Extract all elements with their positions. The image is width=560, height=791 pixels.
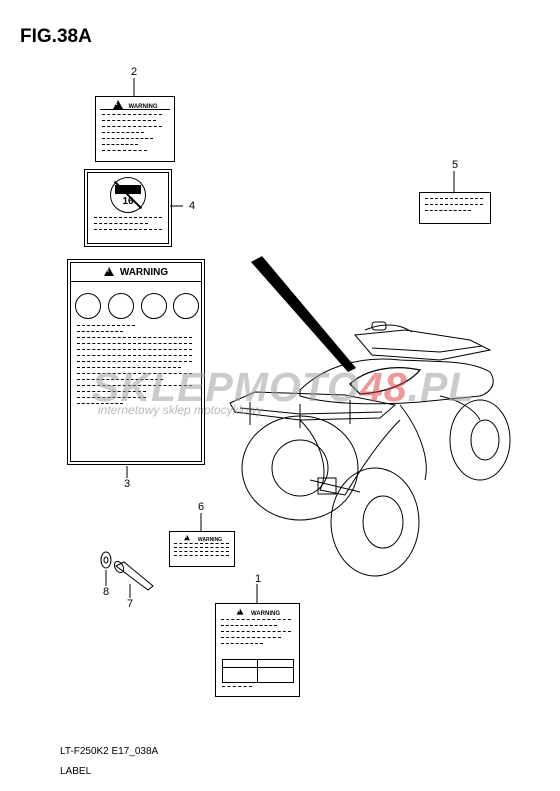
figure-subtitle: LABEL (60, 766, 92, 777)
rider-pictogram-icon (75, 293, 101, 319)
label-2-text-lines (102, 114, 162, 156)
warning-triangle-icon (236, 608, 244, 615)
location-pointer-arrow (251, 256, 356, 372)
watermark: SKLEPMOTO48.PL (92, 364, 474, 411)
label-5 (419, 192, 491, 224)
age-number: 16 (122, 196, 134, 207)
label-3-text-lines (77, 325, 192, 409)
label-3-warning-text: WARNING (119, 267, 169, 278)
callout-4: 4 (188, 200, 196, 212)
no-paved-road-icon (173, 293, 199, 319)
label-6-warning: WARNING (169, 531, 235, 567)
label-5-text-lines (425, 198, 483, 216)
callout-7: 7 (126, 598, 134, 610)
no-drinking-icon (108, 293, 134, 319)
figure-code: LT-F250K2 E17_038A (60, 746, 159, 757)
label-4-age-warning: 16 (84, 169, 172, 247)
label-1-text-lines (221, 619, 291, 649)
no-under-16-icon: 16 (110, 177, 146, 213)
label-4-text-lines (94, 217, 162, 235)
callout-5: 5 (451, 159, 459, 171)
warning-triangle-icon (103, 267, 114, 276)
callout-2: 2 (130, 66, 138, 78)
watermark-subtitle: internetowy sklep motocyklowy (98, 403, 263, 417)
warning-triangle-icon (183, 534, 190, 541)
label-1-table (222, 659, 294, 683)
under-banner (115, 185, 141, 194)
callout-1: 1 (254, 573, 262, 585)
label-1-warning: WARNING (215, 603, 300, 697)
callout-6: 6 (197, 501, 205, 513)
screw-7-icon (113, 560, 154, 591)
label-3-main-warning: WARNING (67, 259, 205, 465)
callout-8: 8 (102, 586, 110, 598)
label-2-warning: WARNING (95, 96, 175, 162)
divider (100, 109, 170, 110)
figure-title: FIG.38A (20, 26, 92, 47)
callout-3: 3 (123, 478, 131, 490)
no-passenger-icon (141, 293, 167, 319)
divider (71, 281, 201, 282)
label-1-warning-text: WARNING (251, 611, 280, 617)
washer-8-icon (100, 551, 112, 569)
watermark-accent: 48 (359, 364, 408, 410)
label-2-warning-text: WARNING (128, 104, 158, 110)
label-6-warning-text: WARNING (197, 537, 223, 543)
atv-outline (229, 321, 511, 577)
label-6-text-lines (174, 543, 229, 561)
watermark-main: SKLEPMOTO (92, 364, 360, 410)
watermark-suffix: .PL (407, 364, 475, 410)
warning-triangle-icon (112, 100, 123, 109)
